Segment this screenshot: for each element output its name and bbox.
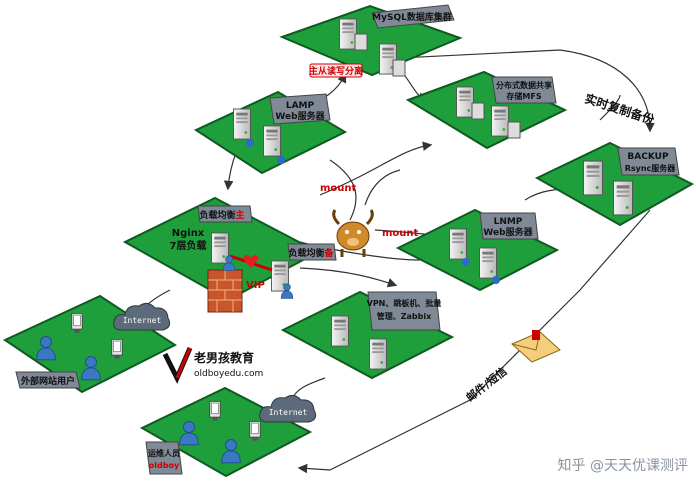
svg-text:Internet: Internet [269,408,308,417]
nfs-label-1: 分布式数据共享 [496,80,552,90]
bull-mascot-icon [332,209,374,257]
vpn-label-2: 管理、Zabbix [377,311,432,321]
watermark-text: 知乎 @天天优课测评 [558,457,688,474]
backup-label-2: Rsync服务器 [625,163,677,173]
backup-platform[interactable]: BACKUP Rsync服务器 [534,141,695,227]
backup-label-1: BACKUP [627,152,669,162]
logo-url: oldboyedu.com [194,369,263,379]
lamp-label-1: LAMP [286,101,315,111]
mail-sms-label: 邮件/短信 [463,364,509,405]
vip-label: VIP [246,280,265,291]
mysql-platform[interactable]: MySQL数据库集群 主从读写分离 [279,4,463,78]
mail-envelope-icon [511,330,561,363]
internet-cloud-1: Internet [113,302,171,331]
mysql-label: MySQL数据库集群 [372,11,452,23]
nfs-platform[interactable]: 分布式数据共享 存储MFS [405,70,568,150]
nginx-title-1: Nginx [172,228,205,239]
ops-platform[interactable]: 运维人员 oldboy [139,386,313,478]
nfs-label-2: 存储MFS [505,91,541,101]
svg-text:Internet: Internet [123,316,162,325]
mount-label-mid: mount [382,228,419,239]
oldboy-logo: 老男孩教育 oldboyedu.com [162,347,263,384]
lamp-label-2: Web服务器 [275,110,325,122]
external-users-label: 外部网站用户 [20,375,75,387]
nginx-backup-badge: 负载均衡备 [288,247,334,259]
vpn-label-1: VPN、跳板机、批量 [367,298,442,308]
ops-label-1: 运维人员 [148,448,180,458]
lamp-platform[interactable]: LAMP Web服务器 [193,90,348,175]
lnmp-platform[interactable]: LNMP Web服务器 [395,208,560,292]
mount-label-top: mount [320,183,357,194]
vpn-platform[interactable]: VPN、跳板机、批量 管理、Zabbix [280,290,455,380]
nginx-title-2: 7层负载 [170,239,207,252]
internet-cloud-2: Internet [259,394,317,423]
lnmp-label-1: LNMP [494,217,523,227]
logo-name: 老男孩教育 [194,350,254,365]
nginx-master-badge: 负载均衡主 [199,209,244,221]
lnmp-label-2: Web服务器 [483,226,533,238]
mysql-badge: 主从读写分离 [309,65,363,77]
ops-label-2: oldboy [149,461,180,470]
nginx-platform[interactable]: VIP Nginx 7层负载 负载均衡主 负载均衡备 [122,196,337,313]
